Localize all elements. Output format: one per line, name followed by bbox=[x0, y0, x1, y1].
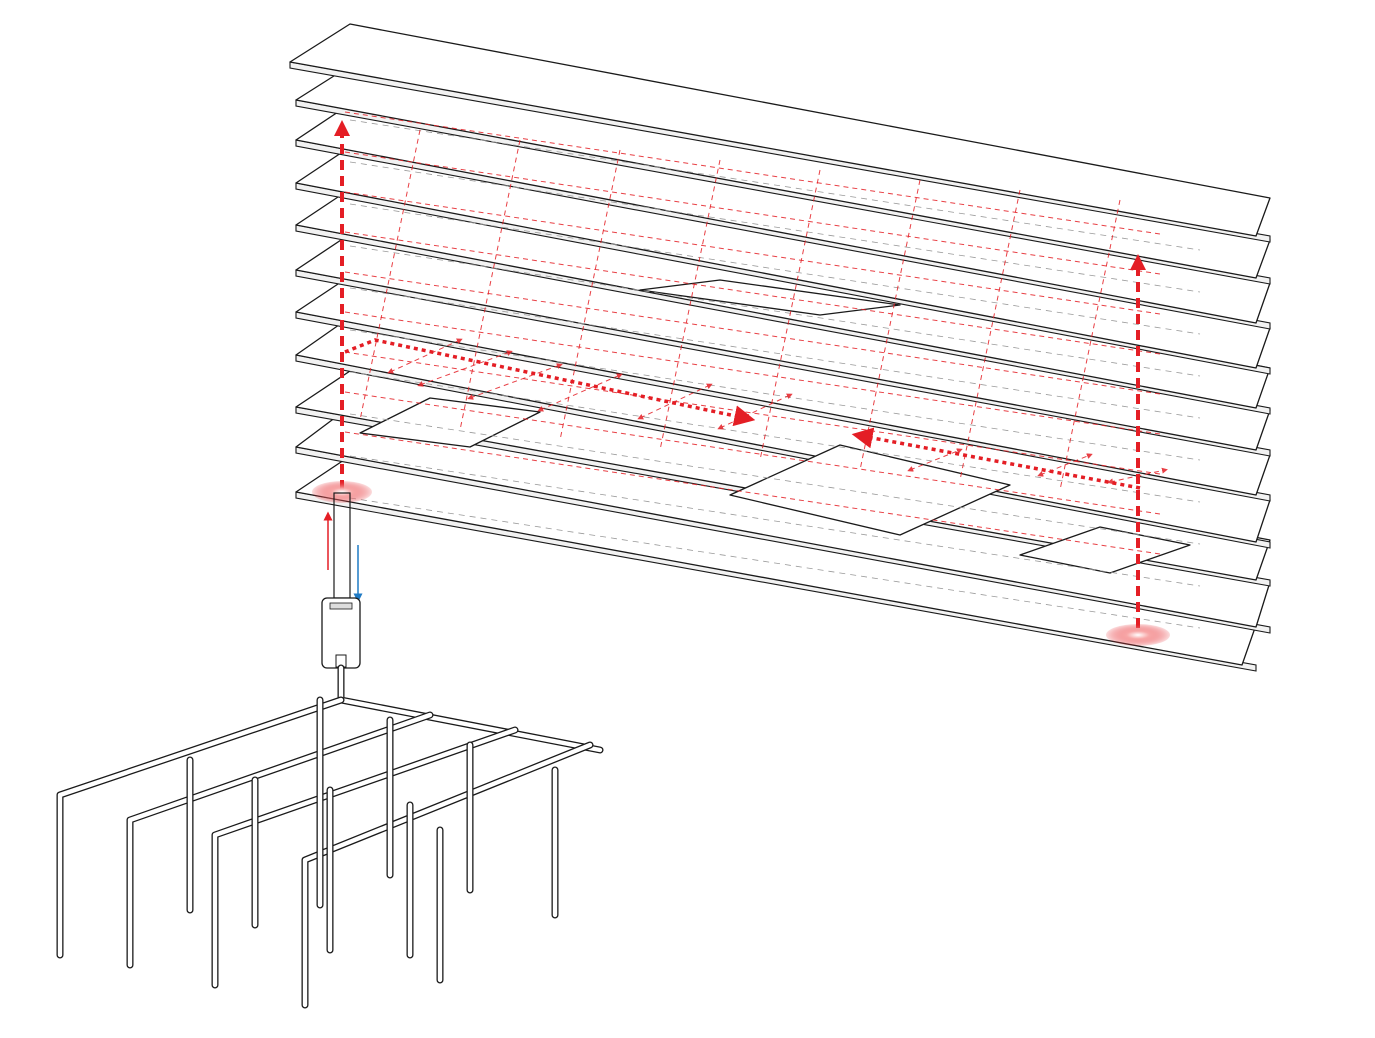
heat-pump-panel bbox=[330, 603, 352, 609]
ground-loop-probes-icon bbox=[305, 745, 590, 1005]
riser-shaft bbox=[334, 493, 350, 598]
pipe-inner bbox=[60, 700, 341, 955]
ground-loop-system bbox=[60, 493, 600, 1005]
heat-source-glow-icon bbox=[1106, 624, 1170, 646]
pipe-inner bbox=[305, 745, 590, 1005]
ground-loop-probes-icon bbox=[60, 700, 341, 955]
pipe-inner bbox=[341, 668, 600, 750]
heat-source-glow-icon bbox=[312, 481, 372, 503]
